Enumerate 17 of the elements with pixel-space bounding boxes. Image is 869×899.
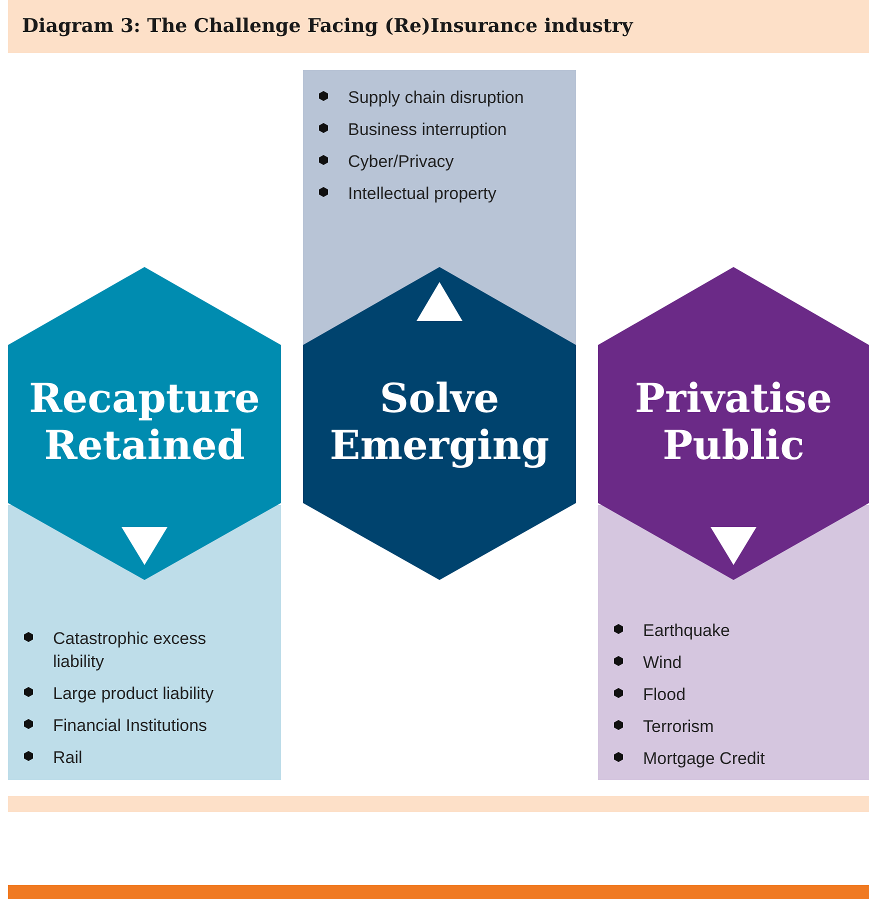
hexagon-title: Recapture Retained xyxy=(28,375,261,469)
list-item: Large product liability xyxy=(53,683,214,705)
list-item: Mortgage Credit xyxy=(643,748,765,770)
list-item: Supply chain disruption xyxy=(348,87,524,109)
hexagon-title: Privatise Public xyxy=(634,375,834,469)
list-item: Business interruption xyxy=(348,119,507,141)
list-item: Intellectual property xyxy=(348,183,496,205)
list-item: Catastrophic excess liability xyxy=(53,628,208,673)
list-item: Cyber/Privacy xyxy=(348,151,454,173)
list-item: Terrorism xyxy=(643,716,714,738)
list-item: Financial Institutions xyxy=(53,715,208,737)
list-item: Rail xyxy=(53,747,82,769)
hexagon-title: Solve Emerging xyxy=(328,375,550,469)
list-item: Wind xyxy=(643,652,682,674)
list-item: Earthquake xyxy=(643,620,730,642)
title: Diagram 3: The Challenge Facing (Re)Insurance industry xyxy=(22,14,633,40)
list-item: Flood xyxy=(643,684,686,706)
